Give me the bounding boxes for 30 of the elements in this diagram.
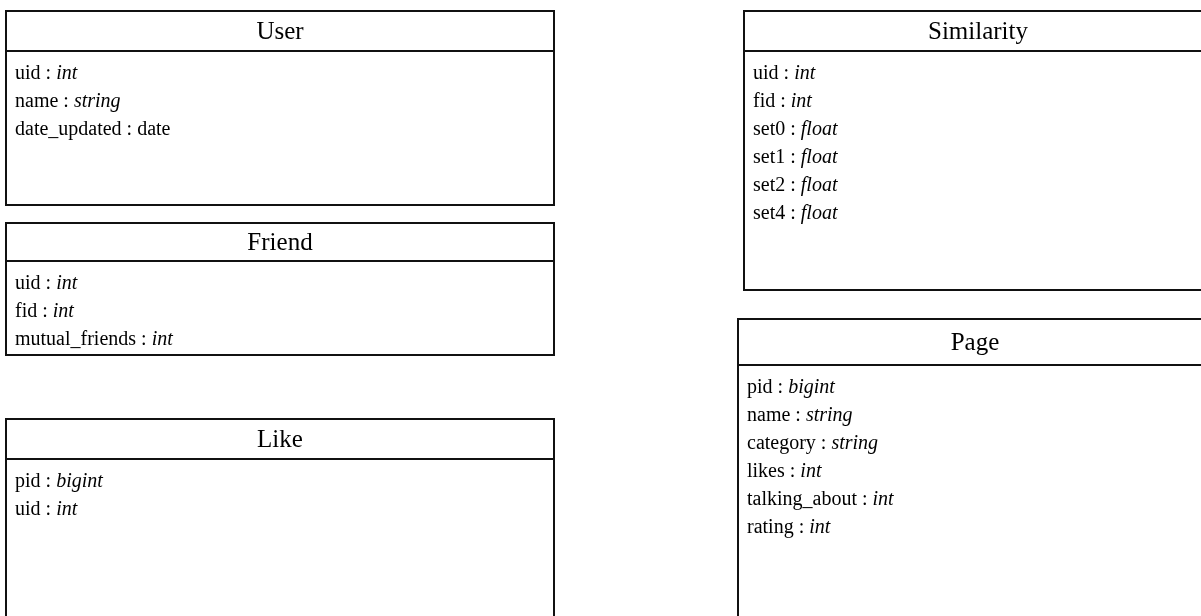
attribute-text: name : string	[747, 402, 853, 428]
attribute-text: uid : int	[15, 60, 78, 85]
attribute-text: date_updated : date	[15, 116, 171, 142]
class-name: Page	[950, 328, 1000, 355]
attribute-text: mutual_friends : int	[15, 326, 173, 351]
attribute-text: set0 : float	[753, 116, 838, 142]
class-name: User	[256, 17, 304, 44]
attribute-text: pid : bigint	[15, 468, 103, 494]
attribute-text: pid : bigint	[747, 374, 835, 400]
class-name: Like	[257, 425, 303, 452]
attribute-text: talking_about : int	[747, 486, 894, 512]
class-box	[737, 318, 1201, 616]
attribute-text: set2 : float	[753, 172, 838, 198]
attribute-text: set1 : float	[753, 144, 838, 170]
attribute-text: likes : int	[747, 458, 822, 483]
attribute-text: uid : int	[15, 496, 78, 521]
class-box	[5, 418, 555, 616]
class-name: Friend	[247, 228, 313, 255]
attribute-text: category : string	[747, 430, 879, 456]
attribute-text: fid : int	[15, 298, 74, 323]
attribute-text: fid : int	[753, 88, 812, 113]
class-box	[5, 10, 555, 206]
attribute-text: set4 : float	[753, 200, 838, 226]
class-box	[743, 10, 1201, 291]
attribute-text: uid : int	[15, 270, 78, 295]
class-box	[5, 222, 555, 356]
attribute-text: uid : int	[753, 60, 816, 85]
attribute-text: rating : int	[747, 514, 831, 540]
class-name: Similarity	[928, 17, 1028, 44]
attribute-text: name : string	[15, 88, 121, 114]
